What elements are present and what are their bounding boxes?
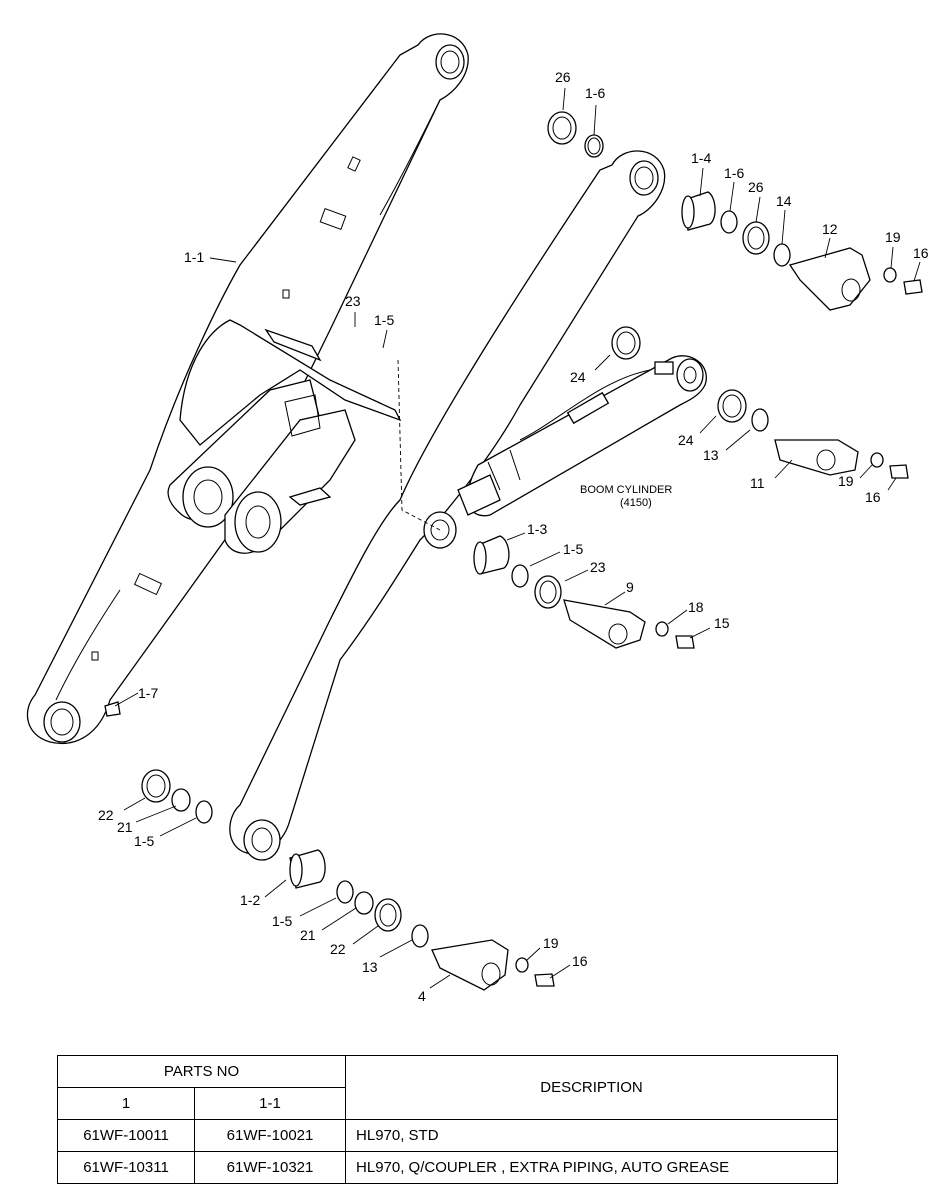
callout-1-6: 1-6 (585, 85, 605, 101)
callout-26: 26 (748, 179, 764, 195)
callout-23: 23 (590, 559, 606, 575)
callout-9: 9 (626, 579, 634, 595)
callout-1-1: 1-1 (184, 249, 204, 265)
callout-1-5: 1-5 (563, 541, 583, 557)
parts-table: PARTS NO DESCRIPTION 1 1-1 61WF-10011 61… (56, 1055, 839, 1184)
right-boom-arm (229, 150, 666, 861)
part-no-1: 61WF-10311 (57, 1151, 195, 1184)
callout-16: 16 (572, 953, 588, 969)
callout-23: 23 (345, 293, 361, 309)
callout-1-5: 1-5 (374, 312, 394, 328)
callout-1-4: 1-4 (691, 150, 711, 166)
table-header-row: PARTS NO DESCRIPTION (56, 1055, 839, 1120)
callout-4: 4 (418, 988, 426, 1004)
boom-cylinder (457, 355, 707, 517)
callout-21: 21 (300, 927, 316, 943)
callout-13: 13 (362, 959, 378, 975)
callout-19: 19 (543, 935, 559, 951)
callout-1-5: 1-5 (134, 833, 154, 849)
table-row: 61WF-10011 61WF-10021 HL970, STD (57, 1119, 839, 1152)
callout-22: 22 (330, 941, 346, 957)
description: HL970, Q/COUPLER , EXTRA PIPING, AUTO GR… (345, 1151, 839, 1184)
callout-labels: 1-1 26 1-6 1-4 1-6 26 14 12 19 16 23 1-5… (98, 69, 929, 1004)
callout-19: 19 (885, 229, 901, 245)
col-1-1-header: 1-1 (193, 1087, 347, 1120)
callout-13: 13 (703, 447, 719, 463)
col-1-header: 1 (57, 1087, 195, 1120)
callout-1-6: 1-6 (724, 165, 744, 181)
callout-18: 18 (688, 599, 704, 615)
boom-cylinder-label: BOOM CYLINDER (580, 484, 672, 496)
callout-21: 21 (117, 819, 133, 835)
part-no-1-1: 61WF-10021 (193, 1119, 347, 1152)
description-header: DESCRIPTION (345, 1055, 839, 1120)
callout-24: 24 (678, 432, 694, 448)
callout-16: 16 (865, 489, 881, 505)
callout-12: 12 (822, 221, 838, 237)
callout-22: 22 (98, 807, 114, 823)
middle-pin-stack (611, 326, 909, 479)
callout-14: 14 (776, 193, 792, 209)
cylinder-pin-stack (473, 535, 695, 649)
callout-1-5: 1-5 (272, 913, 292, 929)
callout-16: 16 (913, 245, 929, 261)
callout-1-2: 1-2 (240, 892, 260, 908)
callout-24: 24 (570, 369, 586, 385)
callout-15: 15 (714, 615, 730, 631)
parts-no-header: PARTS NO (56, 1055, 347, 1088)
exploded-parts-drawing: 1-1 26 1-6 1-4 1-6 26 14 12 19 16 23 1-5… (26, 33, 929, 1004)
upper-pin-stack (547, 111, 923, 311)
leader-lines (114, 87, 921, 989)
boom-cylinder-code: (4150) (620, 497, 652, 509)
part-no-1: 61WF-10011 (57, 1119, 195, 1152)
boom-cross-tube (167, 319, 402, 554)
callout-11: 11 (750, 475, 765, 491)
callout-1-3: 1-3 (527, 521, 547, 537)
callout-26: 26 (555, 69, 571, 85)
description: HL970, STD (345, 1119, 839, 1152)
table-row: 61WF-10311 61WF-10321 HL970, Q/COUPLER ,… (57, 1151, 839, 1184)
callout-19: 19 (838, 473, 854, 489)
lower-pin-stack (104, 701, 555, 991)
part-no-1-1: 61WF-10321 (193, 1151, 347, 1184)
callout-1-7: 1-7 (138, 685, 158, 701)
